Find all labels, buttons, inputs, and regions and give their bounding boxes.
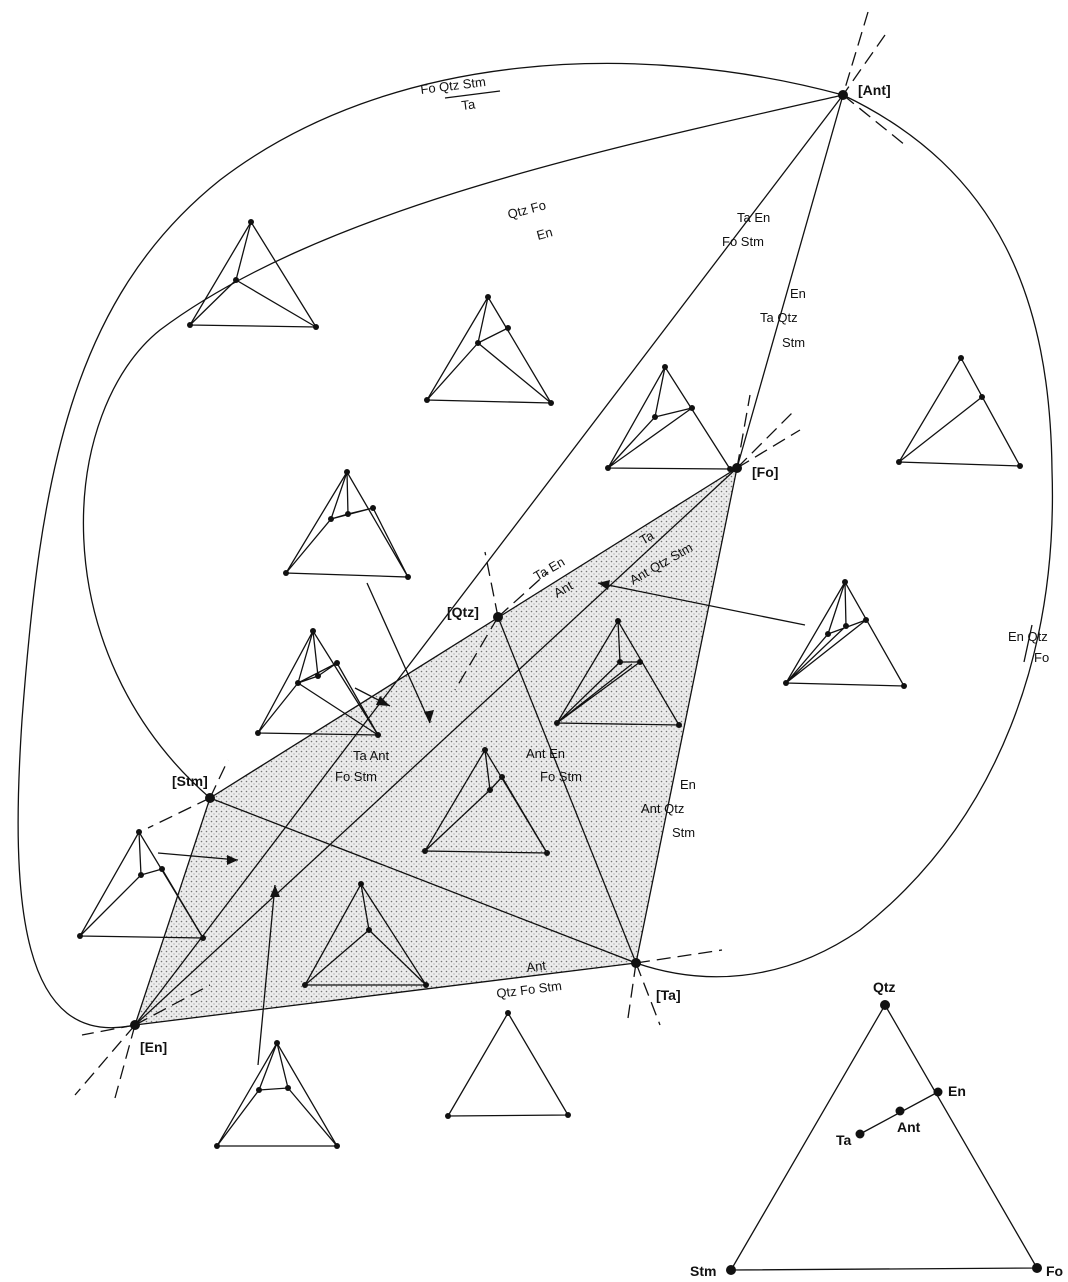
reaction-label-reactions-ant-fo-l2: Ta Qtz (760, 310, 798, 325)
reaction-fo-ta-vertical: En Ant Qtz Stm (641, 777, 696, 840)
line-ant-en (134, 94, 844, 1026)
dash-en-4 (81, 1024, 136, 1036)
dash-ant-1 (842, 11, 869, 96)
reaction-label-reactions-en-ta-bottom-top: Ant (526, 958, 548, 975)
comp-label-stm: Stm (690, 1263, 716, 1279)
reaction-label-reactions-fo-ta-vertical-l1: En (680, 777, 696, 792)
dash-fo-2 (736, 429, 801, 469)
dash-en-3 (134, 984, 211, 1026)
dash-fo-3 (736, 409, 796, 469)
reaction-label-reactions-right-curve-bottom: Fo (1034, 650, 1049, 665)
dash-en-1 (74, 1024, 136, 1096)
chemograph-13 (215, 1041, 339, 1147)
dash-stm-1 (147, 797, 211, 829)
reaction-label-reactions-fo-ta-vertical-l2: Ant Qtz (641, 801, 684, 816)
invariant-point-stm (205, 793, 215, 803)
label-ant: [Ant] (858, 82, 891, 98)
label-stm: [Stm] (172, 773, 208, 789)
dash-fo-1 (736, 394, 751, 469)
dash-stm-2 (209, 759, 229, 799)
invariant-point-fo (732, 463, 742, 473)
dash-qtz-1 (484, 551, 499, 618)
reaction-ant-en-fo-stm: Ant En Fo Stm (526, 746, 582, 784)
outer-univariant-curve (17, 62, 1054, 1029)
chemograph-12 (446, 1011, 570, 1117)
reaction-outer-top: Fo Qtz Stm Ta (420, 74, 501, 113)
comp-label-en: En (948, 1083, 966, 1099)
label-fo: [Fo] (752, 464, 778, 480)
dash-qtz-3 (454, 616, 499, 691)
invariant-point-en (130, 1020, 140, 1030)
label-en: [En] (140, 1039, 167, 1055)
reaction-label-reactions-inner-arc-bottom: En (535, 224, 554, 243)
invariant-point-ta (631, 958, 641, 968)
reaction-label-reactions-ant-ta-en-top: Ta En (737, 210, 770, 225)
reaction-label-reactions-ant-en-fo-stm-top: Ant En (526, 746, 565, 761)
line-ant-fo (736, 94, 844, 469)
line-qtz-ta (497, 616, 637, 964)
reaction-label-reactions-outer-top-bottom: Ta (461, 96, 477, 113)
invariant-point-ant (838, 90, 848, 100)
reaction-label-reactions-ta-ant-fo-stm-bottom: Fo Stm (335, 769, 377, 784)
chemograph-5 (284, 470, 410, 578)
reaction-label-reactions-ta-ant-fo-stm-top: Ta Ant (353, 748, 390, 763)
invariant-point-qtz (493, 612, 503, 622)
chemograph-3 (606, 365, 732, 470)
dash-en-2 (114, 1024, 136, 1099)
inner-univariant-curve (82, 94, 844, 799)
comp-label-ant: Ant (897, 1119, 921, 1135)
reaction-label-reactions-fo-ta-vertical-l3: Stm (672, 825, 695, 840)
chemograph-4 (897, 356, 1022, 467)
dash-ta-2 (627, 962, 637, 1019)
reaction-label-reactions-ant-fo-l1: En (790, 286, 806, 301)
line-stm-ta (209, 797, 637, 964)
chemograph-8 (784, 580, 906, 687)
dash-ta-1 (635, 949, 723, 964)
reaction-inner-arc: Qtz Fo En (506, 197, 554, 243)
dash-ant-2 (842, 34, 886, 96)
comp-label-qtz: Qtz (873, 979, 896, 995)
dash-ant-3 (842, 94, 906, 146)
comp-label-fo: Fo (1046, 1263, 1063, 1279)
chemograph-2 (425, 295, 553, 404)
composition-triangle: Qtz En Ant Ta Stm Fo (690, 979, 1063, 1279)
dash-qtz-2 (497, 571, 549, 618)
reaction-right-curve: En Qtz Fo (1008, 624, 1049, 665)
comp-label-ta: Ta (836, 1132, 852, 1148)
reaction-ta-ant-fo-stm: Ta Ant Fo Stm (335, 748, 390, 784)
field-arrows (157, 580, 806, 1066)
label-ta: [Ta] (656, 987, 681, 1003)
reaction-label-reactions-en-ta-bottom-bottom: Qtz Fo Stm (496, 978, 563, 1001)
reaction-label-reactions-right-curve-top: En Qtz (1008, 629, 1048, 644)
reaction-ant-fo: En Ta Qtz Stm (760, 286, 806, 350)
dash-ta-3 (635, 962, 661, 1026)
reaction-label-reactions-ant-ta-en-bottom: Fo Stm (722, 234, 764, 249)
line-fo-en (134, 467, 738, 1026)
chemograph-1 (188, 220, 318, 328)
reaction-label-reactions-ant-en-fo-stm-bottom: Fo Stm (540, 769, 582, 784)
reaction-label-reactions-ant-fo-l3: Stm (782, 335, 805, 350)
reaction-ant-ta-en: Ta En Fo Stm (722, 210, 770, 249)
label-qtz: [Qtz] (447, 604, 479, 620)
chemograph-vertices (77, 219, 1023, 1149)
reaction-label-reactions-inner-arc-top: Qtz Fo (506, 197, 548, 222)
